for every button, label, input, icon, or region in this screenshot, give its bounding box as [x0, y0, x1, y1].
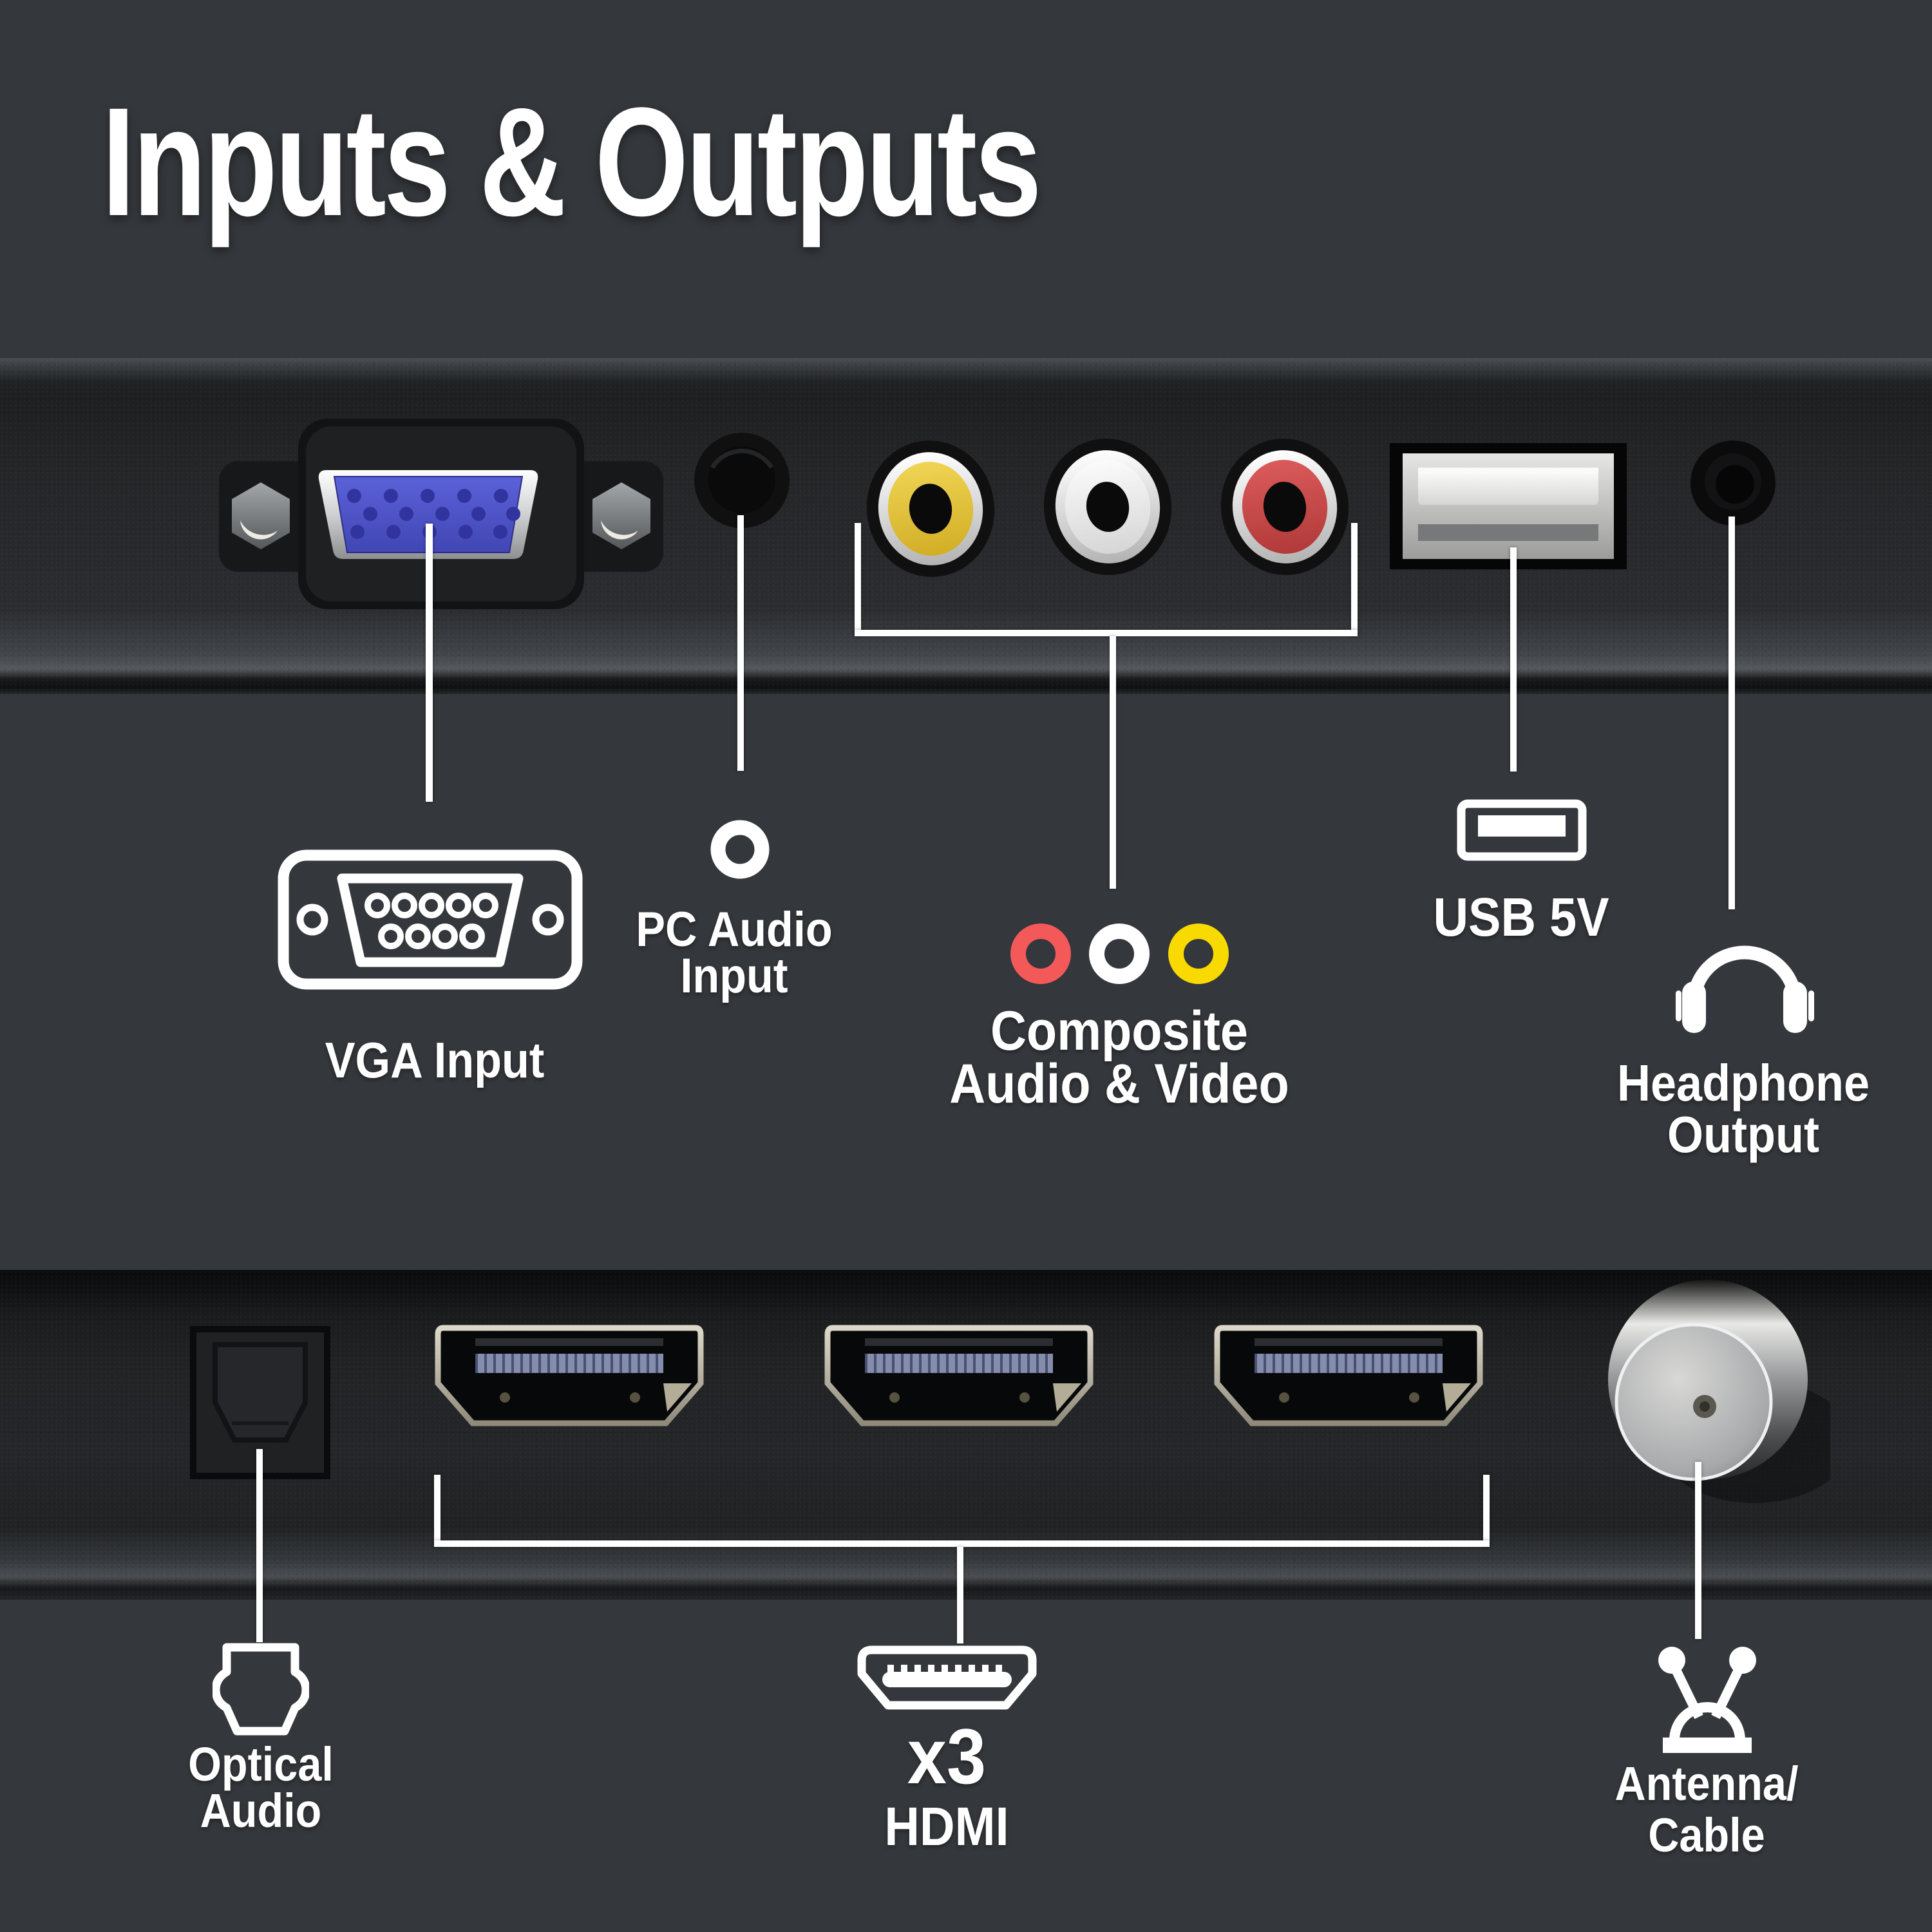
pc-audio-jack-port	[694, 433, 790, 528]
hdmi-qty-text: x3	[907, 1712, 987, 1800]
callout-line-headphone	[1728, 516, 1735, 909]
composite-rca-ports	[866, 439, 1349, 577]
optical-audio-port	[190, 1326, 330, 1479]
callout-bracket-composite-right	[1351, 523, 1358, 636]
callout-line-pc-audio	[737, 515, 744, 771]
vga-port	[219, 419, 663, 609]
antenna-cable-label: Antenna/ Cable	[1562, 1758, 1852, 1861]
callout-bracket-composite-bottom	[855, 630, 1358, 636]
vga-input-label-text: VGA Input	[325, 1032, 545, 1088]
callout-bracket-hdmi-left	[434, 1475, 440, 1547]
callout-line-vga	[426, 524, 433, 802]
composite-label-line1: Composite	[990, 1000, 1248, 1062]
usb-5v-label: USB 5V	[1376, 887, 1666, 947]
hdmi-port-3	[1214, 1325, 1483, 1426]
usb-icon	[1457, 799, 1587, 861]
pc-audio-input-label: PC Audio Input	[589, 902, 879, 1003]
headphone-output-label: Headphone Output	[1581, 1057, 1906, 1160]
callout-bracket-composite-left	[855, 523, 861, 636]
callout-bracket-hdmi-bottom	[434, 1540, 1490, 1547]
vga-icon	[278, 849, 583, 990]
composite-av-label: Composite Audio & Video	[916, 1000, 1322, 1115]
antenna-label-line1: Antenna/	[1615, 1757, 1799, 1810]
optical-label-line2: Audio	[200, 1784, 322, 1837]
composite-jacks-icon	[1010, 923, 1229, 984]
audio-jack-ring-icon	[710, 820, 770, 879]
composite-audio-jack-red	[1220, 439, 1349, 575]
hdmi-name-text: HDMI	[884, 1796, 1009, 1857]
optical-audio-label: Optical Audio	[145, 1738, 377, 1837]
coax-antenna-port	[1608, 1280, 1830, 1503]
callout-line-optical	[256, 1449, 263, 1642]
pc-audio-label-line1: PC Audio	[636, 902, 833, 957]
headphone-label-line2: Output	[1667, 1106, 1819, 1163]
antenna-label-line2: Cable	[1648, 1808, 1765, 1862]
headphone-label-line1: Headphone	[1616, 1054, 1870, 1112]
callout-line-antenna	[1695, 1462, 1701, 1639]
composite-label-line2: Audio & Video	[949, 1053, 1289, 1115]
usb-5v-label-text: USB 5V	[1433, 887, 1609, 947]
callout-stem-hdmi	[957, 1547, 963, 1643]
vga-input-label: VGA Input	[261, 1032, 609, 1088]
composite-audio-jack-white	[1043, 439, 1172, 575]
callout-stem-composite	[1110, 636, 1116, 889]
hdmi-port-1	[435, 1325, 704, 1426]
headphone-icon	[1676, 945, 1814, 1033]
hdmi-quantity-label: x3	[831, 1712, 1063, 1800]
callout-bracket-hdmi-right	[1483, 1475, 1490, 1547]
hdmi-icon	[857, 1645, 1037, 1710]
optical-audio-icon	[213, 1643, 309, 1736]
optical-label-line1: Optical	[188, 1738, 334, 1791]
page-title: Inputs & Outputs	[102, 75, 1042, 248]
hdmi-port-2	[824, 1325, 1094, 1426]
antenna-icon	[1658, 1647, 1756, 1753]
composite-video-jack-yellow	[866, 440, 995, 577]
usb-port	[1390, 443, 1627, 569]
hdmi-label: HDMI	[831, 1796, 1063, 1857]
pc-audio-label-line2: Input	[680, 949, 788, 1003]
callout-line-usb	[1510, 547, 1517, 772]
headphone-jack-port	[1690, 440, 1776, 526]
